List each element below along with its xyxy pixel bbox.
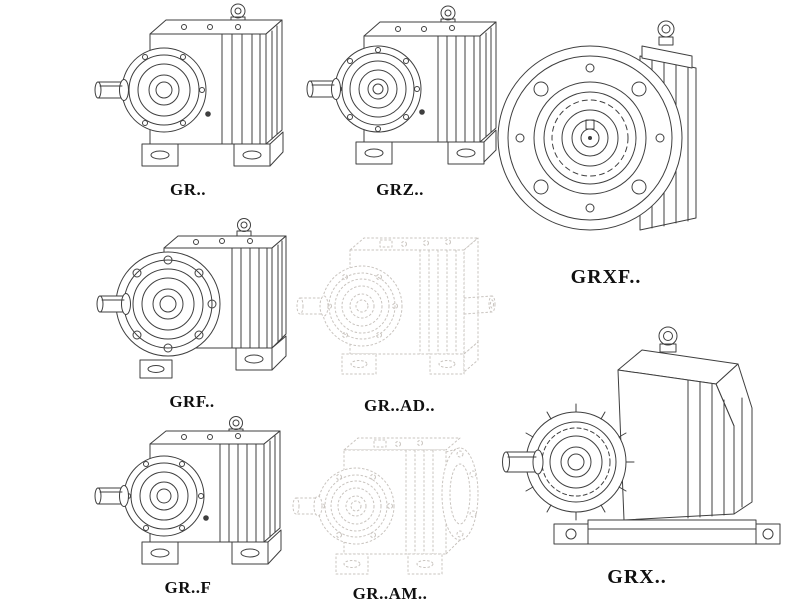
figure-caption: GR..F: [164, 578, 212, 597]
figure-caption: GRX..: [607, 566, 667, 588]
figure-caption: GRF..: [169, 392, 215, 411]
grf-gearbox-drawing: [96, 218, 287, 379]
figure-gr-ad: GR..AD..: [292, 214, 507, 416]
figure-caption: GR..AM..: [352, 584, 428, 600]
figure-gr-f: GR..F: [88, 414, 288, 598]
figure-gr: GR..: [88, 2, 288, 200]
figure-caption: GRXF..: [570, 266, 642, 288]
gr-gearbox-drawing: [94, 3, 284, 167]
grxf-gearbox-drawing: [497, 20, 697, 231]
figure-caption: GRZ..: [376, 180, 424, 199]
grz-gearbox-drawing: [306, 5, 497, 165]
gr-ad-gearbox-drawing: [296, 237, 496, 375]
figure-gr-am: GR..AM..: [288, 412, 492, 600]
gr-f-gearbox-drawing: [94, 416, 282, 565]
grx-gearbox-drawing: [502, 326, 781, 545]
gr-am-gearbox-drawing: [292, 437, 479, 575]
figure-grx: GRX..: [492, 308, 782, 589]
figure-grf: GRF..: [92, 214, 292, 412]
figure-grxf: GRXF..: [492, 2, 720, 289]
figure-grz: GRZ..: [300, 2, 500, 200]
figure-caption: GR..: [170, 180, 206, 199]
figure-caption: GR..AD..: [363, 396, 436, 415]
